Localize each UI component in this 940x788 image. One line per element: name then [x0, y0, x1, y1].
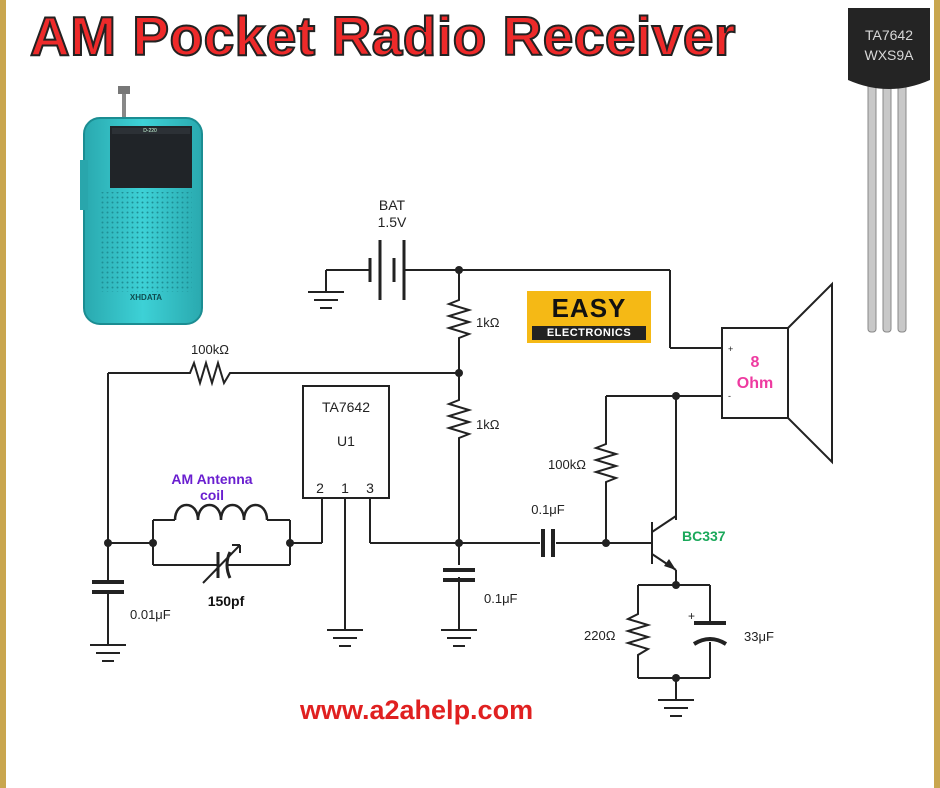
- right-border: [934, 0, 940, 788]
- r-bias-label: 100kΩ: [548, 457, 586, 472]
- ground-input: [90, 644, 126, 662]
- page-title: AM Pocket Radio Receiver: [29, 4, 736, 68]
- c-filter-label: 0.1μF: [484, 591, 518, 606]
- chip-marking-line1: TA7642: [865, 27, 913, 43]
- r-top-label: 1kΩ: [476, 315, 500, 330]
- ic-body: [302, 385, 390, 499]
- c-tuning-label: 150pf: [208, 593, 245, 609]
- ground-emitter: [658, 699, 694, 717]
- pocket-radio-image: XHDATA D-220: [80, 86, 203, 325]
- antenna-coil: [173, 503, 269, 521]
- resistors: [185, 295, 652, 660]
- ground-ic: [327, 629, 363, 647]
- battery-name: BAT: [379, 197, 406, 213]
- left-border: [0, 0, 6, 788]
- ic-name: TA7642: [322, 399, 370, 415]
- easy-electronics-logo: EASY ELECTRONICS: [527, 291, 651, 343]
- resistor-r-mid: [445, 395, 473, 440]
- chip-marking-line2: WXS9A: [864, 47, 914, 63]
- capacitor-emitter-plate-b: [692, 637, 728, 646]
- antenna-label-line2: coil: [200, 487, 224, 503]
- speaker-label-line2: Ohm: [737, 375, 773, 392]
- transistor-emitter-arrow: [664, 559, 676, 570]
- radio-display-label: D-220: [143, 128, 157, 134]
- resistor-r-emitter: [624, 610, 652, 660]
- resistor-r-bias: [592, 440, 620, 486]
- ground-battery: [308, 291, 344, 309]
- ground-filter: [441, 629, 477, 647]
- transistor-label: BC337: [682, 528, 726, 544]
- c-emitter-label: 33μF: [744, 629, 774, 644]
- speaker-label-line1: 8: [751, 354, 760, 371]
- speaker-minus: -: [728, 391, 731, 401]
- electrolytic-plus-sign: +: [688, 609, 695, 623]
- ic-pin-1: 1: [341, 480, 349, 496]
- ground-symbols: [90, 291, 694, 717]
- ic-pin-3: 3: [366, 480, 374, 496]
- resistor-r-feedback: [185, 359, 236, 387]
- speaker-symbol: [721, 281, 833, 465]
- c-coupling-label: 0.1μF: [531, 502, 565, 517]
- resistor-r-top: [445, 295, 473, 340]
- junction-dots: [104, 266, 680, 682]
- antenna-label-line1: AM Antenna: [171, 471, 252, 487]
- r-mid-label: 1kΩ: [476, 417, 500, 432]
- logo-line1: EASY: [551, 293, 627, 323]
- radio-brand: XHDATA: [130, 293, 162, 302]
- r-feedback-label: 100kΩ: [191, 342, 229, 357]
- logo-line2: ELECTRONICS: [532, 326, 646, 340]
- tuning-capacitor: [202, 544, 241, 584]
- r-emitter-label: 220Ω: [584, 628, 616, 643]
- ic-ref: U1: [337, 433, 355, 449]
- speaker-plus: +: [728, 344, 733, 354]
- ic-pin-2: 2: [316, 480, 324, 496]
- battery-value: 1.5V: [378, 214, 407, 230]
- website-link[interactable]: www.a2ahelp.com: [300, 695, 534, 725]
- ta7642-chip-image: TA7642 WXS9A: [848, 8, 930, 333]
- c-input-label: 0.01μF: [130, 607, 171, 622]
- battery-symbol: [368, 240, 406, 300]
- capacitors: [92, 529, 728, 646]
